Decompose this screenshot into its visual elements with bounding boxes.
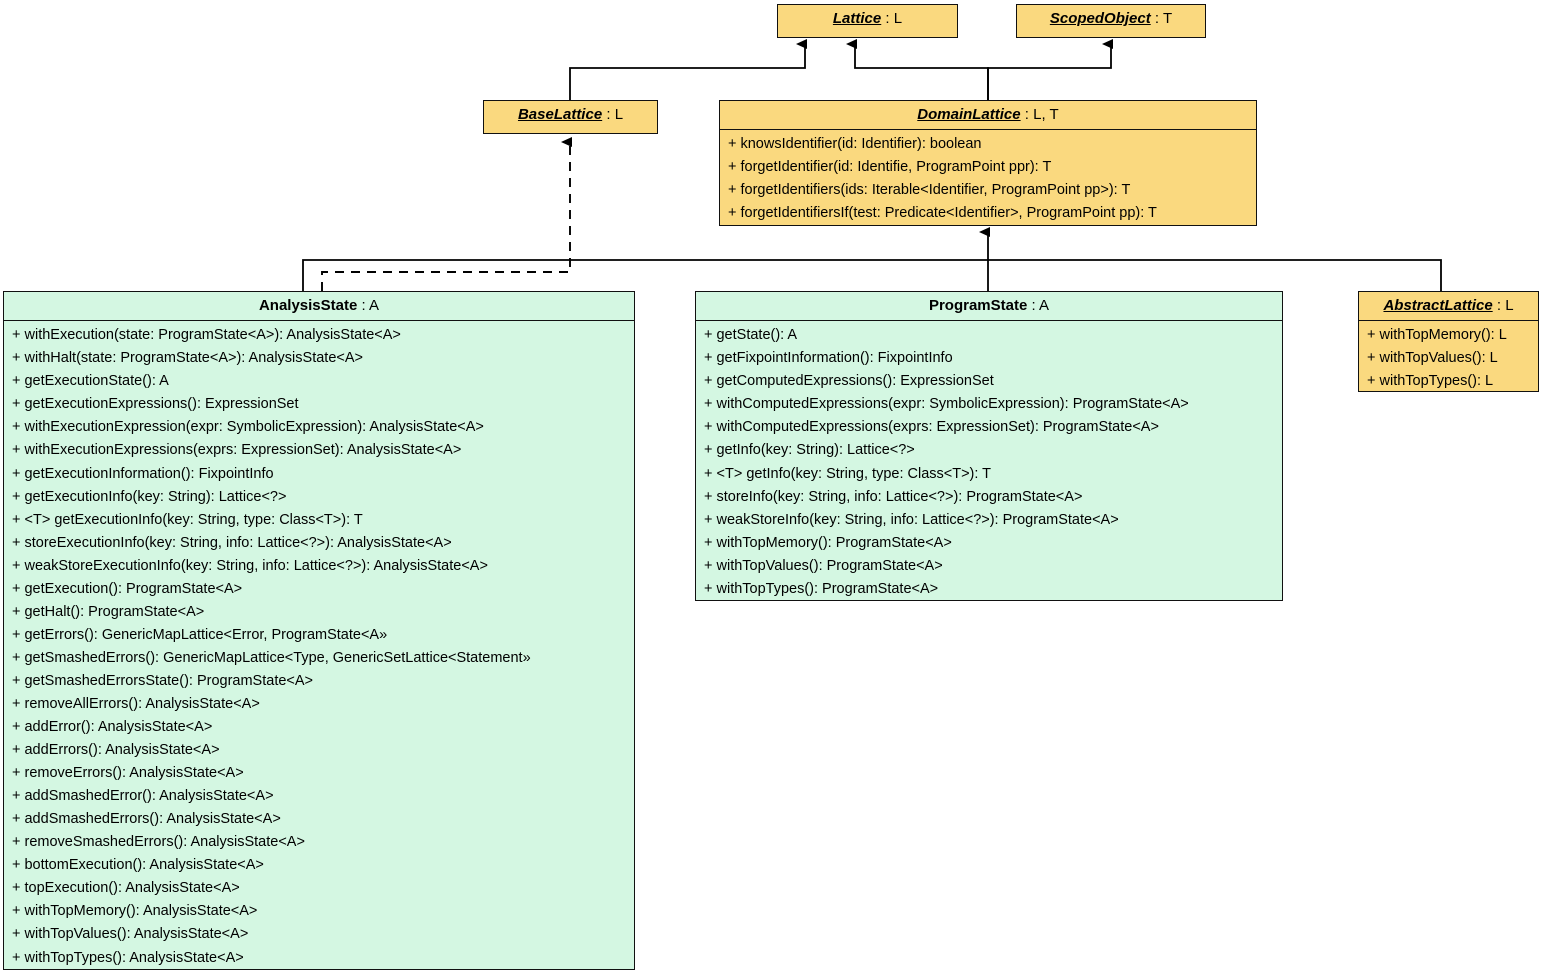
edge-domainlattice-to-lattice: [846, 39, 989, 100]
class-generics-baselattice: L: [614, 106, 624, 123]
class-name-programstate: ProgramState: [928, 297, 1028, 314]
class-header-abstractlattice: AbstractLattice : L: [1359, 292, 1538, 320]
class-box-lattice[interactable]: Lattice : L: [777, 4, 958, 38]
class-method: + getComputedExpressions(): ExpressionSe…: [704, 373, 994, 390]
class-members-abstractlattice: + withTopMemory(): L + withTopValues(): …: [1359, 320, 1538, 397]
class-method: + withExecution(state: ProgramState<A>):…: [12, 327, 401, 344]
class-method: + topExecution(): AnalysisState<A>: [12, 880, 240, 897]
class-method: + withTopTypes(): L: [1367, 373, 1494, 390]
class-box-baselattice[interactable]: BaseLattice : L: [483, 100, 658, 134]
class-method: + getInfo(key: String): Lattice<?>: [704, 442, 915, 459]
class-method: + withTopTypes(): AnalysisState<A>: [12, 949, 244, 966]
class-method: + forgetIdentifiersIf(test: Predicate<Id…: [728, 205, 1157, 222]
class-generics-programstate: A: [1039, 297, 1050, 314]
class-method: + getSmashedErrorsState(): ProgramState<…: [12, 672, 314, 689]
class-method: + withComputedExpressions(exprs: Express…: [704, 419, 1159, 436]
class-name-domainlattice: DomainLattice: [917, 106, 1021, 123]
class-method: + getExecutionInformation(): FixpointInf…: [12, 465, 274, 482]
class-method: + withTopMemory(): ProgramState<A>: [704, 534, 952, 551]
class-separator-analysisstate: :: [357, 297, 370, 314]
class-header-programstate: ProgramState : A: [696, 292, 1282, 320]
class-generics-abstractlattice: L: [1505, 297, 1514, 314]
class-method: + addErrors(): AnalysisState<A>: [12, 742, 220, 759]
class-separator-lattice: :: [881, 10, 894, 27]
class-method: + withExecutionExpressions(exprs: Expres…: [12, 442, 462, 459]
class-method: + forgetIdentifier(id: Identifie, Progra…: [728, 159, 1052, 176]
class-method: + withTopMemory(): AnalysisState<A>: [12, 903, 258, 920]
class-method: + addSmashedErrors(): AnalysisState<A>: [12, 811, 281, 828]
class-generics-analysisstate: A: [369, 297, 380, 314]
class-header-domainlattice: DomainLattice : L, T: [720, 101, 1256, 129]
class-method: + removeSmashedErrors(): AnalysisState<A…: [12, 834, 305, 851]
class-method: + withExecutionExpression(expr: Symbolic…: [12, 419, 484, 436]
class-method: + bottomExecution(): AnalysisState<A>: [12, 857, 264, 874]
class-method: + withTopValues(): ProgramState<A>: [704, 557, 943, 574]
class-method: + withComputedExpressions(expr: Symbolic…: [704, 396, 1189, 413]
class-method: + storeExecutionInfo(key: String, info: …: [12, 534, 452, 551]
class-box-analysisstate[interactable]: AnalysisState : A + withExecution(state:…: [3, 291, 635, 970]
class-members-domainlattice: + knowsIdentifier(id: Identifier): boole…: [720, 129, 1256, 229]
class-header-baselattice: BaseLattice : L: [484, 101, 657, 129]
class-separator-programstate: :: [1027, 297, 1040, 314]
class-name-lattice: Lattice: [832, 10, 882, 27]
class-method: + removeAllErrors(): AnalysisState<A>: [12, 696, 260, 712]
class-name-analysisstate: AnalysisState: [258, 297, 358, 314]
class-method: + <T> getExecutionInfo(key: String, type…: [12, 511, 363, 528]
class-method: + getErrors(): GenericMapLattice<Error, …: [12, 626, 388, 643]
class-method: + withTopTypes(): ProgramState<A>: [704, 580, 939, 597]
class-name-baselattice: BaseLattice: [517, 106, 603, 123]
class-method: + addSmashedError(): AnalysisState<A>: [12, 788, 274, 805]
class-method: + getExecutionState(): A: [12, 373, 169, 390]
class-method: + getFixpointInformation(): FixpointInfo: [704, 350, 953, 367]
class-method: + withTopValues(): AnalysisState<A>: [12, 926, 249, 943]
class-box-programstate[interactable]: ProgramState : A + getState(): A + getFi…: [695, 291, 1283, 601]
class-method: + getExecutionInfo(key: String): Lattice…: [12, 488, 287, 505]
class-method: + getExecution(): ProgramState<A>: [12, 580, 243, 597]
class-method: + getExecutionExpressions(): ExpressionS…: [12, 396, 299, 413]
class-separator-abstractlattice: :: [1492, 297, 1506, 314]
class-method: + getHalt(): ProgramState<A>: [12, 603, 205, 620]
class-method: + addError(): AnalysisState<A>: [12, 719, 213, 736]
class-box-domainlattice[interactable]: DomainLattice : L, T + knowsIdentifier(i…: [719, 100, 1257, 226]
class-members-programstate: + getState(): A + getFixpointInformation…: [696, 320, 1282, 605]
class-generics-lattice: L: [893, 10, 903, 27]
edge-baselattice-to-lattice: [569, 39, 807, 100]
class-header-scopedobject: ScopedObject : T: [1017, 5, 1205, 33]
class-method: + withTopMemory(): L: [1367, 327, 1507, 344]
class-method: + getSmashedErrors(): GenericMapLattice<…: [12, 649, 531, 666]
class-method: + weakStoreExecutionInfo(key: String, in…: [12, 557, 488, 574]
class-method: + getState(): A: [704, 327, 798, 344]
class-method: + withHalt(state: ProgramState<A>): Anal…: [12, 350, 363, 367]
class-members-analysisstate: + withExecution(state: ProgramState<A>):…: [4, 320, 634, 973]
class-separator-baselattice: :: [602, 106, 615, 123]
class-name-abstractlattice: AbstractLattice: [1383, 297, 1493, 314]
edge-analysisstate-to-baselattice: [321, 137, 572, 291]
class-method: + <T> getInfo(key: String, type: Class<T…: [704, 465, 992, 482]
class-name-scopedobject: ScopedObject: [1049, 10, 1151, 27]
class-generics-domainlattice: L, T: [1033, 106, 1059, 123]
class-method: + removeErrors(): AnalysisState<A>: [12, 765, 244, 782]
class-header-analysisstate: AnalysisState : A: [4, 292, 634, 320]
class-separator-domainlattice: :: [1020, 106, 1034, 123]
class-box-abstractlattice[interactable]: AbstractLattice : L + withTopMemory(): L…: [1358, 291, 1539, 392]
class-method: + storeInfo(key: String, info: Lattice<?…: [704, 488, 1083, 505]
class-box-scopedobject[interactable]: ScopedObject : T: [1016, 4, 1206, 38]
edge-analysisstate-to-abstractlattice: [302, 259, 1442, 291]
class-header-lattice: Lattice : L: [778, 5, 957, 33]
class-method: + withTopValues(): L: [1367, 350, 1498, 367]
class-method: + knowsIdentifier(id: Identifier): boole…: [728, 136, 982, 153]
class-method: + weakStoreInfo(key: String, info: Latti…: [704, 511, 1119, 528]
edge-domainlattice-to-scopedobject: [987, 39, 1113, 100]
class-separator-scopedobject: :: [1150, 10, 1163, 27]
class-generics-scopedobject: T: [1162, 10, 1173, 27]
class-method: + forgetIdentifiers(ids: Iterable<Identi…: [728, 182, 1131, 199]
